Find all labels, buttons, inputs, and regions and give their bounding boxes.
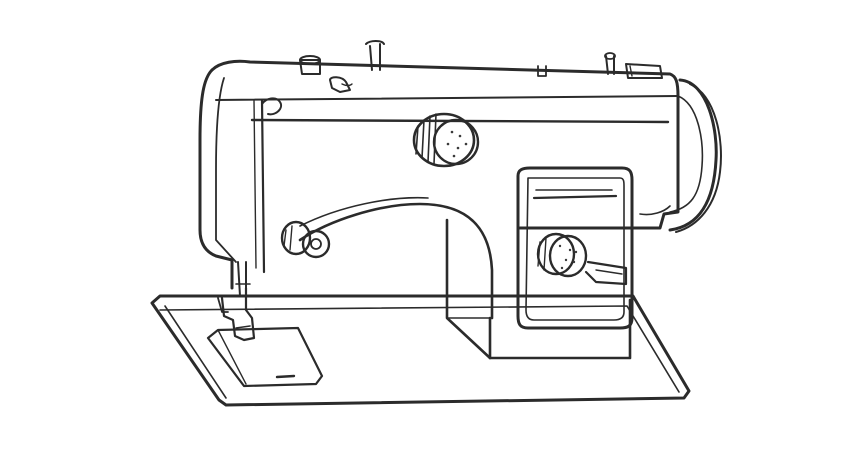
needle-plate <box>206 326 324 388</box>
control-panel <box>516 166 634 330</box>
handwheel <box>639 78 722 233</box>
selector-lever <box>584 260 628 286</box>
stitch-knob-upper <box>412 112 480 168</box>
top-details <box>261 40 663 116</box>
stitch-selector-knob <box>536 232 588 278</box>
knob-dots <box>446 130 578 270</box>
machine-pillar <box>445 218 632 360</box>
needle-bar <box>235 261 251 297</box>
machine-base-plate <box>150 294 691 407</box>
tension-knob <box>280 220 331 259</box>
presser-foot <box>217 286 256 342</box>
